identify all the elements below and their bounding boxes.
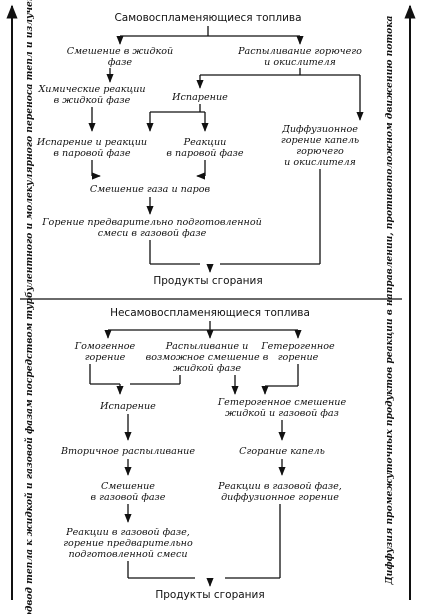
svg-text:горение предварительно: горение предварительно xyxy=(63,538,193,549)
top-level3-connectors xyxy=(88,104,209,132)
right-side-label: Диффузия промежуточных продуктов реакции… xyxy=(384,15,395,585)
svg-text:подготовленной смеси: подготовленной смеси xyxy=(68,549,187,560)
node-droplet-burning: Сгорание капель xyxy=(239,446,325,457)
svg-text:Смешение: Смешение xyxy=(101,481,155,492)
svg-text:Испарение: Испарение xyxy=(171,92,228,103)
svg-text:Химические реакции: Химические реакции xyxy=(37,84,145,95)
svg-text:Диффузионное: Диффузионное xyxy=(281,124,358,135)
svg-text:в жидкой фазе: в жидкой фазе xyxy=(54,95,131,106)
svg-text:Сгорание капель: Сгорание капель xyxy=(239,446,325,457)
top-products-connectors xyxy=(149,169,321,273)
top-title: Самовоспламеняющиеся топлива xyxy=(114,12,301,24)
top-products: Продукты сгорания xyxy=(153,275,262,287)
svg-text:Горение предварительно подгото: Горение предварительно подготовленной xyxy=(41,217,262,228)
node-atomization-mixing: Распыливание и возможное смешение в жидк… xyxy=(146,341,269,374)
svg-text:возможное смешение в: возможное смешение в xyxy=(146,352,269,363)
svg-text:Реакции: Реакции xyxy=(183,137,227,148)
svg-text:в паровой фазе: в паровой фазе xyxy=(53,148,130,159)
bottom-level4-connectors xyxy=(124,459,286,476)
svg-text:Смешение газа и паров: Смешение газа и паров xyxy=(90,184,211,195)
bottom-split-connector xyxy=(104,321,302,339)
svg-text:горение: горение xyxy=(278,352,319,363)
svg-text:смеси в газовой фазе: смеси в газовой фазе xyxy=(98,228,207,239)
node-homogeneous: Гомогенное горение xyxy=(74,341,136,363)
node-reactions-gas-premixed: Реакции в газовой фазе, горение предвари… xyxy=(63,527,193,560)
svg-text:горючего: горючего xyxy=(296,146,344,157)
svg-text:в газовой фазе: в газовой фазе xyxy=(91,492,166,503)
node-gas-mixing: Смешение в газовой фазе xyxy=(91,481,166,503)
svg-text:горение: горение xyxy=(85,352,126,363)
svg-text:Вторичное распыливание: Вторичное распыливание xyxy=(60,446,195,457)
bottom-products-connectors xyxy=(127,504,281,587)
node-evap-and-reactions: Испарение и реакции в паровой фазе xyxy=(36,137,147,159)
top-split-connector xyxy=(116,26,304,45)
svg-text:Распыливание и: Распыливание и xyxy=(165,341,249,352)
svg-text:диффузионное горение: диффузионное горение xyxy=(221,492,339,503)
svg-text:Испарение: Испарение xyxy=(99,401,156,412)
node-reactions-gas-diffusion: Реакции в газовой фазе, диффузионное гор… xyxy=(217,481,342,503)
node-atomization: Распыливание горючего и окислителя xyxy=(237,46,362,68)
bottom-level2-connectors xyxy=(89,364,299,395)
node-reactions-vapor: Реакции в паровой фазе xyxy=(166,137,243,159)
node-gas-vapor-mixing: Смешение газа и паров xyxy=(90,184,211,195)
node-chem-reactions-liquid: Химические реакции в жидкой фазе xyxy=(37,84,145,106)
node-het-mixing: Гетерогенное смешение жидкой и газовой ф… xyxy=(217,397,347,419)
svg-text:Смешение в жидкой: Смешение в жидкой xyxy=(67,46,173,57)
node-diffusion-burning: Диффузионное горение капель горючего и о… xyxy=(281,124,359,168)
bottom-title: Несамовоспламеняющиеся топлива xyxy=(110,307,310,319)
bottom-products: Продукты сгорания xyxy=(155,589,264,601)
left-side-label: Подвод тепла к жидкой и газовой фазам по… xyxy=(24,0,35,614)
top-level2-connectors xyxy=(106,68,364,121)
svg-text:Гетерогенное: Гетерогенное xyxy=(260,341,335,352)
svg-text:и окислителя: и окислителя xyxy=(264,57,336,68)
node-secondary-atomization: Вторичное распыливание xyxy=(60,446,195,457)
node-premixed-burning: Горение предварительно подготовленной см… xyxy=(41,217,262,239)
svg-text:жидкой фазе: жидкой фазе xyxy=(173,363,241,374)
node-mixing-liquid: Смешение в жидкой фазе xyxy=(67,46,173,68)
node-evaporation-bottom: Испарение xyxy=(99,401,156,412)
svg-text:Испарение и реакции: Испарение и реакции xyxy=(36,137,147,148)
top-level4-connectors xyxy=(91,160,206,180)
svg-text:Распыливание горючего: Распыливание горючего xyxy=(237,46,362,57)
bottom-level3-connectors xyxy=(124,414,286,441)
node-evaporation-top: Испарение xyxy=(171,92,228,103)
svg-text:Гомогенное: Гомогенное xyxy=(74,341,136,352)
svg-text:Гетерогенное смешение: Гетерогенное смешение xyxy=(217,397,347,408)
svg-text:Реакции в газовой фазе,: Реакции в газовой фазе, xyxy=(65,527,190,538)
svg-text:в паровой фазе: в паровой фазе xyxy=(166,148,243,159)
node-heterogeneous: Гетерогенное горение xyxy=(260,341,335,363)
svg-text:фазе: фазе xyxy=(108,57,132,68)
svg-text:и окислителя: и окислителя xyxy=(284,157,356,168)
svg-text:жидкой и газовой фаз: жидкой и газовой фаз xyxy=(225,408,339,419)
svg-text:Реакции в газовой фазе,: Реакции в газовой фазе, xyxy=(217,481,342,492)
svg-text:горение капель: горение капель xyxy=(281,135,359,146)
